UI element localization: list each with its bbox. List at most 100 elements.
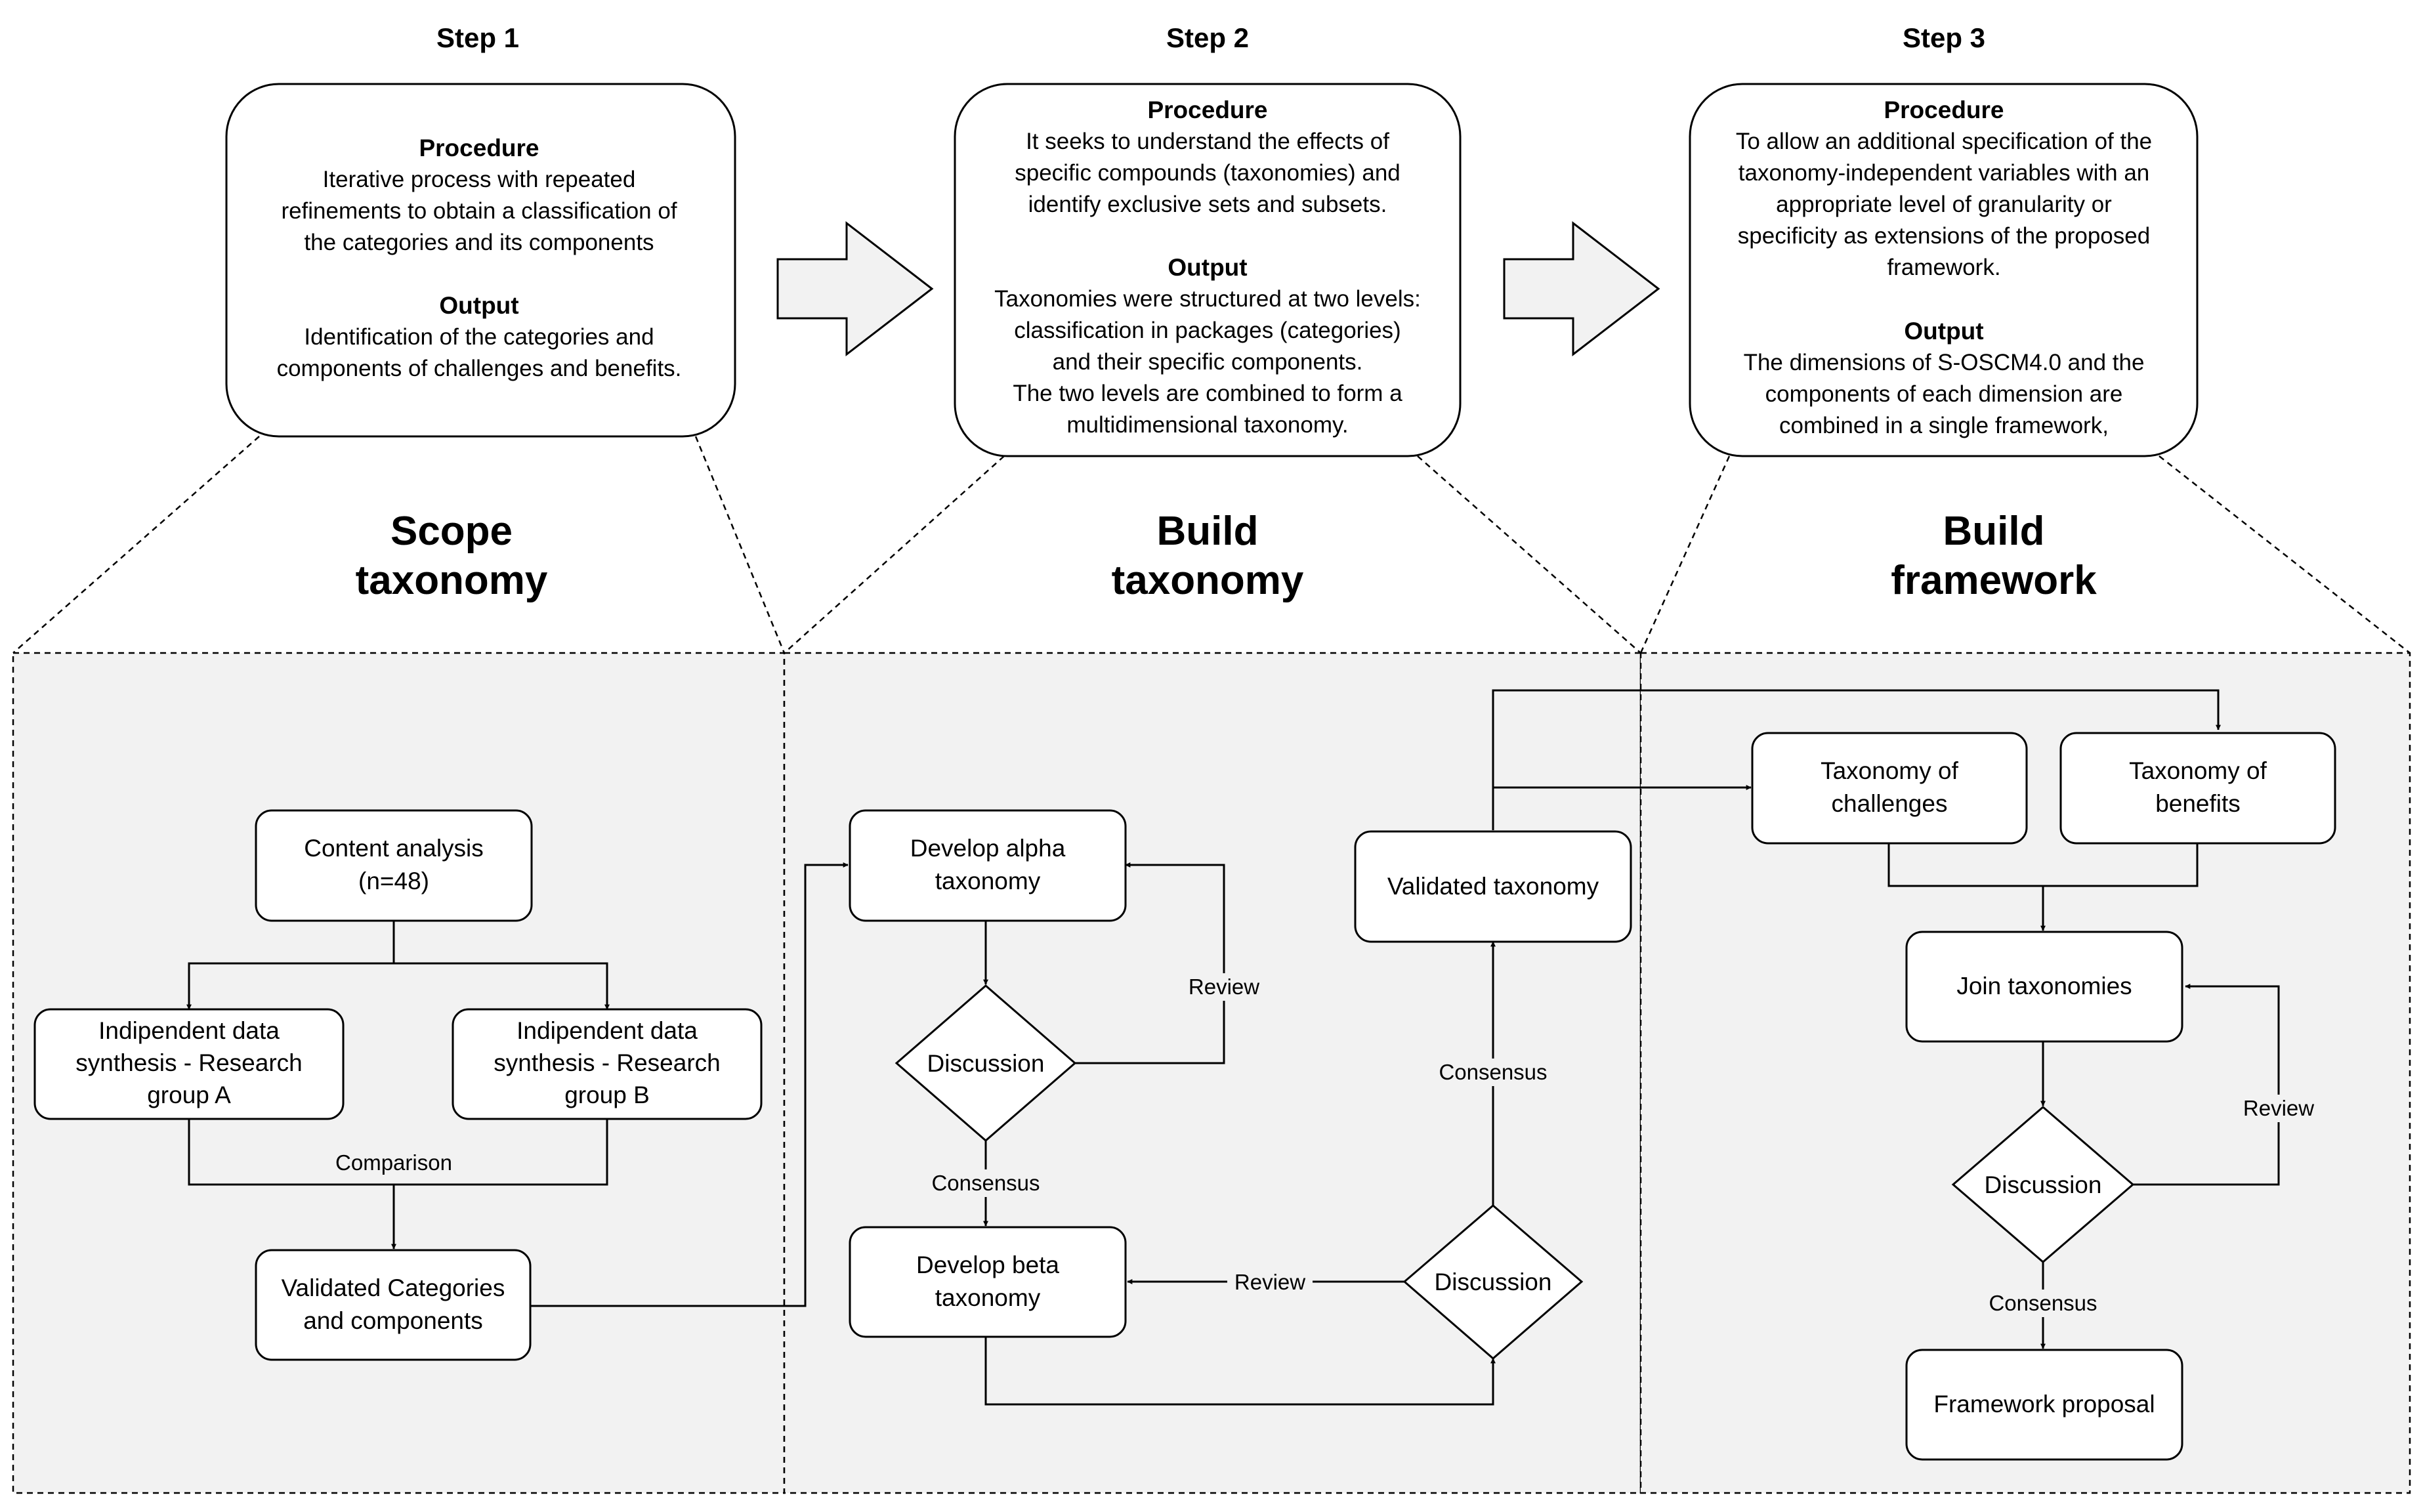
node-label: Develop beta xyxy=(916,1251,1059,1278)
node-label: benefits xyxy=(2155,790,2241,817)
step-2-output-line: Taxonomies were structured at two levels… xyxy=(994,286,1421,312)
step-2-output-line: classification in packages (categories) xyxy=(1014,318,1401,343)
node-label: group B xyxy=(564,1082,650,1108)
phase-1-title: Scope xyxy=(390,509,513,554)
edge-split-to-synthesis-b xyxy=(394,962,610,1010)
node-framework-proposal xyxy=(1905,1349,2183,1461)
edge-discussion-3-review-to-join xyxy=(2133,984,2280,1186)
step-2-procedure-line: specific compounds (taxonomies) and xyxy=(1015,160,1401,186)
node-label: synthesis - Research xyxy=(75,1049,302,1076)
node-label: Taxonomy of xyxy=(2129,757,2267,784)
node-label: Join taxonomies xyxy=(1956,973,2132,999)
node-discussion-alpha xyxy=(895,984,1077,1142)
step-2-procedure-box xyxy=(954,83,1462,457)
zoom-line xyxy=(784,455,1005,654)
zoom-line xyxy=(2159,455,2411,654)
phase-2-title: Build xyxy=(1157,509,1259,554)
step-3-procedure-heading: Procedure xyxy=(1884,96,2004,123)
node-label: Validated taxonomy xyxy=(1387,873,1599,900)
step-3-procedure-line: appropriate level of granularity or xyxy=(1776,192,2112,217)
step-1-output-line: components of challenges and benefits. xyxy=(277,356,682,381)
step-3-procedure-line: taxonomy-independent variables with an xyxy=(1738,160,2150,186)
edge-validated-categories-to-alpha xyxy=(530,862,849,1307)
edge-beta-to-discussion-2 xyxy=(984,1337,1496,1406)
step-1-procedure-heading: Procedure xyxy=(419,135,539,161)
edge-label-bg xyxy=(2236,1095,2321,1122)
edge-label-review: Review xyxy=(2243,1096,2314,1120)
node-synthesis-group-a xyxy=(33,1008,345,1120)
node-taxonomy-of-benefits xyxy=(2059,732,2336,845)
node-develop-alpha-taxonomy xyxy=(849,809,1127,922)
node-content-analysis xyxy=(255,809,533,922)
node-label: Discussion xyxy=(1435,1269,1552,1295)
node-label: synthesis - Research xyxy=(494,1049,720,1076)
edge-validated-to-benefits xyxy=(1492,689,2221,830)
node-label: Content analysis xyxy=(304,835,484,862)
step-2-output-line: The two levels are combined to form a xyxy=(1013,381,1402,406)
edge-label-bg xyxy=(1227,1269,1313,1296)
step-2-output-line: multidimensional taxonomy. xyxy=(1066,412,1348,438)
step-2-procedure-line: identify exclusive sets and subsets. xyxy=(1028,192,1387,217)
node-label: Indipendent data xyxy=(98,1017,280,1044)
node-discussion-join xyxy=(1951,1106,2135,1263)
phase-2-title: taxonomy xyxy=(1112,558,1304,603)
phase-3-title: framework xyxy=(1891,558,2097,603)
edge-label-consensus: Consensus xyxy=(1989,1291,2097,1315)
node-label: Discussion xyxy=(1985,1171,2102,1198)
step-1-procedure-line: the categories and its components xyxy=(304,230,654,255)
zoom-line xyxy=(694,436,786,654)
node-synthesis-group-b xyxy=(452,1008,763,1120)
edge-label-bg xyxy=(1979,1290,2107,1317)
step-1-procedure-line: Iterative process with repeated xyxy=(323,167,636,192)
step-3-procedure-line: To allow an additional specification of … xyxy=(1736,129,2152,154)
block-arrow-step2-to-step3 xyxy=(1503,220,1660,357)
node-validated-taxonomy xyxy=(1354,830,1632,943)
edge-label-bg xyxy=(1429,1059,1557,1086)
node-label: Taxonomy of xyxy=(1821,757,1958,784)
step-1-procedure-line: refinements to obtain a classification o… xyxy=(281,198,677,224)
step-3-output-line: combined in a single framework, xyxy=(1779,413,2109,438)
phase-3-title: Build xyxy=(1943,509,2045,554)
node-label: Discussion xyxy=(927,1050,1045,1077)
edge-split-to-synthesis-a xyxy=(186,962,394,1010)
step-1-output-line: Identification of the categories and xyxy=(304,324,654,350)
edge-label-review: Review xyxy=(1234,1270,1305,1294)
step-1-procedure-box xyxy=(225,83,736,438)
node-label: Framework proposal xyxy=(1933,1391,2155,1418)
node-discussion-beta xyxy=(1402,1204,1584,1360)
edge-discussion-review-to-alpha xyxy=(1075,862,1225,1064)
node-label: group A xyxy=(147,1082,231,1108)
zoom-line xyxy=(12,436,260,654)
edge-label-bg xyxy=(325,1148,463,1176)
step-1-output-heading: Output xyxy=(439,292,518,319)
node-label: taxonomy xyxy=(935,1284,1041,1311)
node-join-taxonomies xyxy=(1905,931,2183,1043)
node-label: taxonomy xyxy=(935,868,1041,894)
phase-1-title: taxonomy xyxy=(356,558,548,603)
step-2-output-heading: Output xyxy=(1168,254,1247,281)
node-label: (n=48) xyxy=(358,868,429,894)
step-3-procedure-box xyxy=(1689,83,2199,457)
zoom-line xyxy=(1417,455,1641,654)
edge-label-review: Review xyxy=(1189,975,1259,999)
edge-label-consensus: Consensus xyxy=(1439,1060,1547,1084)
node-label: challenges xyxy=(1832,790,1948,817)
step-3-procedure-line: framework. xyxy=(1887,255,2000,280)
edge-label-comparison: Comparison xyxy=(335,1150,452,1175)
edge-label-bg xyxy=(922,1169,1050,1197)
edge-label-consensus: Consensus xyxy=(931,1171,1040,1195)
step-2-procedure-line: It seeks to understand the effects of xyxy=(1026,129,1389,154)
node-taxonomy-of-challenges xyxy=(1751,732,2028,845)
node-label: and components xyxy=(303,1307,483,1334)
block-arrow-step1-to-step2 xyxy=(776,220,934,357)
node-label: Develop alpha xyxy=(910,835,1066,862)
step-1-title: Step 1 xyxy=(436,22,519,53)
step-3-output-line: components of each dimension are xyxy=(1765,381,2123,407)
node-label: Indipendent data xyxy=(516,1017,698,1044)
zoom-line xyxy=(1639,455,1731,654)
edge-label-bg xyxy=(1181,973,1267,1001)
step-3-output-heading: Output xyxy=(1904,318,1983,345)
node-validated-categories xyxy=(255,1249,532,1361)
step-3-output-line: The dimensions of S-OSCM4.0 and the xyxy=(1744,350,2145,375)
